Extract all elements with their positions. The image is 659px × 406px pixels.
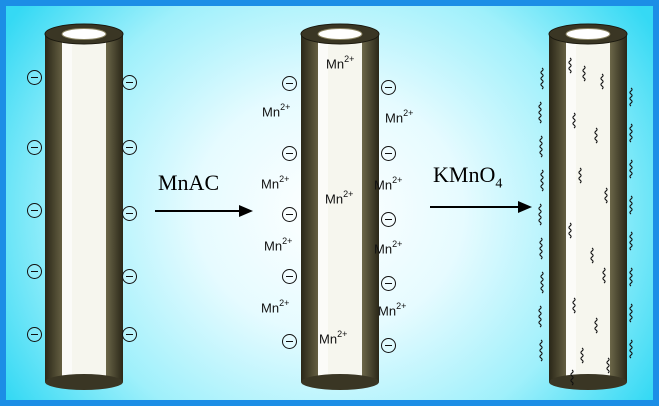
coating-strand — [629, 195, 633, 215]
coating-strand — [594, 317, 598, 334]
coating-strand — [538, 101, 542, 124]
coating-strand — [539, 135, 543, 158]
mn-ion-label: Mn2+ — [319, 329, 348, 347]
coating-strand — [629, 123, 633, 143]
mn-ion-label: Mn2+ — [261, 174, 290, 192]
coating-strand — [629, 231, 633, 251]
mn-ion-label: Mn2+ — [262, 102, 291, 120]
coating-strand — [578, 167, 582, 184]
nanotube-bare — [44, 23, 124, 390]
minus-circle-icon — [122, 206, 137, 221]
coating-strand — [580, 347, 584, 364]
reaction-arrow-1 — [155, 205, 253, 217]
coating-strand — [629, 339, 633, 359]
minus-circle-icon — [381, 212, 396, 227]
mn-ion-label: Mn2+ — [326, 54, 355, 72]
coating-strand — [538, 203, 542, 226]
minus-circle-icon — [381, 276, 396, 291]
step1-reagent-label: MnAC — [158, 170, 220, 195]
minus-circle-icon — [381, 146, 396, 161]
step2-reagent-label: KMnO4 — [433, 162, 503, 192]
coating-strand — [629, 267, 633, 287]
mn-ion-label: Mn2+ — [378, 301, 407, 319]
coating-strand — [594, 127, 598, 144]
minus-circle-icon — [27, 264, 42, 279]
wavy-strand-icon — [538, 57, 633, 386]
minus-circle-icon — [122, 75, 137, 90]
coating-strand — [540, 67, 544, 90]
mn-ion-label: Mn2+ — [385, 108, 414, 126]
reaction-arrow-2 — [430, 201, 532, 213]
mn-ion-label: Mn2+ — [264, 236, 293, 254]
minus-circle-icon — [282, 76, 297, 91]
coating-strand — [540, 169, 544, 192]
mn-ion-label: Mn2+ — [325, 189, 354, 207]
coating-strand — [539, 339, 543, 362]
coating-strand — [568, 222, 572, 239]
coating-strand — [572, 297, 576, 314]
coating-strand — [600, 73, 604, 90]
nanotube-mn-adsorbed — [300, 23, 380, 390]
mn-ion-label: Mn2+ — [374, 239, 403, 257]
minus-circle-icon — [282, 269, 297, 284]
minus-circle-icon — [27, 203, 42, 218]
coating-strand — [568, 57, 572, 74]
mn-ion-label: Mn2+ — [374, 175, 403, 193]
minus-circle-icon — [381, 338, 396, 353]
coating-strand — [590, 247, 594, 264]
coating-strand — [606, 357, 610, 374]
minus-circle-icon — [282, 334, 297, 349]
minus-circle-icon — [27, 327, 42, 342]
minus-circle-icon — [381, 80, 396, 95]
coating-strand — [602, 267, 606, 284]
coating-strand — [539, 237, 543, 260]
minus-circle-icon — [282, 207, 297, 222]
coating-strand — [572, 112, 576, 129]
nanotube-mno2-coated — [538, 23, 633, 390]
coating-strand — [604, 187, 608, 204]
mn-ion-label: Mn2+ — [261, 298, 290, 316]
minus-circle-icon — [27, 70, 42, 85]
minus-circle-icon — [122, 140, 137, 155]
coating-strand — [570, 369, 574, 386]
coating-strand — [629, 303, 633, 323]
minus-circle-icon — [282, 146, 297, 161]
coating-strand — [629, 87, 633, 107]
coating-strand — [538, 305, 542, 328]
minus-circle-icon — [122, 269, 137, 284]
minus-circle-icon — [27, 140, 42, 155]
coating-strand — [540, 271, 544, 294]
coating-strand — [629, 159, 633, 179]
coating-strand — [582, 65, 586, 82]
minus-circle-icon — [122, 327, 137, 342]
